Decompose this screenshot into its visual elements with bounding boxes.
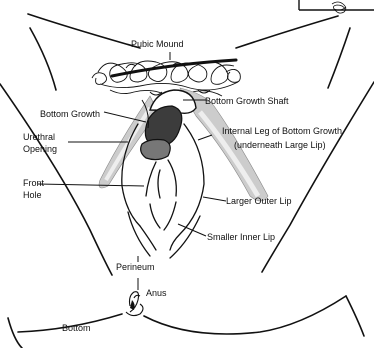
anus-center [130, 300, 135, 310]
label-smaller-inner-lip: Smaller Inner Lip [207, 232, 275, 242]
label-pubic-mound: Pubic Mound [131, 39, 184, 49]
corner-scribble [332, 2, 346, 13]
internal-leg-right-highlight [200, 112, 258, 196]
label-internal-leg-line1: Internal Leg of Bottom Growth [222, 126, 342, 136]
anus-shape [126, 292, 143, 316]
label-front-hole-line2: Hole [23, 190, 42, 200]
label-anus: Anus [146, 288, 167, 298]
label-perineum: Perineum [116, 262, 155, 272]
label-internal-leg-line2: (underneath Large Lip) [234, 140, 326, 150]
label-bottom-growth: Bottom Growth [40, 109, 100, 119]
leader-lines [38, 52, 226, 290]
label-larger-outer-lip: Larger Outer Lip [226, 196, 292, 206]
label-bottom-growth-shaft: Bottom Growth Shaft [205, 96, 289, 106]
label-urethral-opening-line2: Opening [23, 144, 57, 154]
bottom-growth-tip [141, 140, 171, 160]
label-bottom: Bottom [62, 323, 91, 333]
label-front-hole-line1: Front [23, 178, 45, 188]
label-urethral-opening-line1: Urethral [23, 132, 55, 142]
